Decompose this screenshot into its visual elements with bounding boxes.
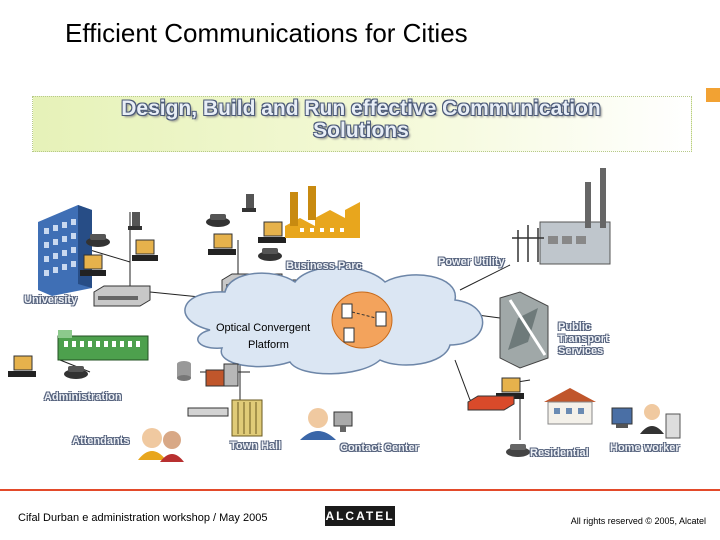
public-transport-line-1: Public	[558, 321, 592, 333]
attendant-person-icon	[138, 428, 184, 462]
public-transport-line-2: Transport	[558, 333, 609, 345]
optical-ring-icon	[331, 291, 393, 349]
power-utility-label: Power Utility	[438, 256, 505, 268]
pc-icon	[258, 221, 286, 243]
phone-icon	[258, 248, 282, 261]
town-hall-pbx-icon	[187, 399, 263, 437]
attendants-label: Attendants	[72, 435, 130, 447]
residential-label: Residential	[530, 447, 589, 459]
alcatel-logo: ALCATEL	[325, 506, 395, 526]
factory-icon	[285, 186, 360, 238]
phone-icon	[86, 234, 110, 247]
footer-copyright: All rights reserved © 2005, Alcatel	[570, 516, 706, 526]
power-plant-icon	[512, 168, 611, 265]
footer-event-text: Cifal Durban e administration workshop /…	[18, 512, 268, 524]
platform-label-line-1: Optical Convergent	[216, 322, 311, 334]
switch-icon	[93, 285, 151, 307]
business-parc-label: Business Parc	[286, 260, 362, 272]
administration-label: Administration	[44, 391, 122, 403]
pc-icon	[208, 233, 236, 255]
phone-icon	[64, 366, 88, 379]
footer-divider	[0, 489, 720, 491]
subtitle-banner-text: Design, Build and Run effective Communic…	[32, 98, 690, 142]
database-icon	[177, 361, 191, 381]
home-worker-icon	[611, 404, 681, 439]
public-transport-line-3: Services	[558, 345, 604, 357]
phone-icon	[206, 214, 230, 227]
contact-center-label: Contact Center	[340, 442, 419, 454]
subtitle-banner	[32, 96, 692, 152]
workstation-icon	[205, 363, 239, 387]
town-hall-label: Town Hall	[230, 440, 282, 452]
university-building-icon	[38, 205, 92, 296]
pc-icon	[8, 355, 36, 377]
residential-router-icon	[467, 395, 515, 411]
house-icon	[544, 388, 596, 425]
pc-icon	[80, 254, 106, 276]
contact-center-agent-icon	[300, 408, 353, 440]
server-rack-icon	[57, 330, 149, 361]
banner-line-1: Design, Build and Run effective Communic…	[121, 97, 601, 120]
slide-title: Efficient Communications for Cities	[65, 18, 468, 48]
phone-icon	[506, 444, 530, 457]
platform-label-line-2: Platform	[248, 339, 289, 351]
home-worker-label: Home worker	[610, 442, 680, 454]
transport-sign-icon	[499, 291, 549, 369]
pc-icon	[132, 239, 158, 261]
accent-square	[706, 88, 720, 102]
public-transport-label: Public Transport Services	[558, 321, 609, 357]
banner-line-2: Solutions	[313, 119, 409, 142]
university-label: University	[24, 294, 78, 306]
mobile-terminal-icon	[242, 194, 256, 212]
mobile-terminal-icon	[128, 212, 142, 230]
